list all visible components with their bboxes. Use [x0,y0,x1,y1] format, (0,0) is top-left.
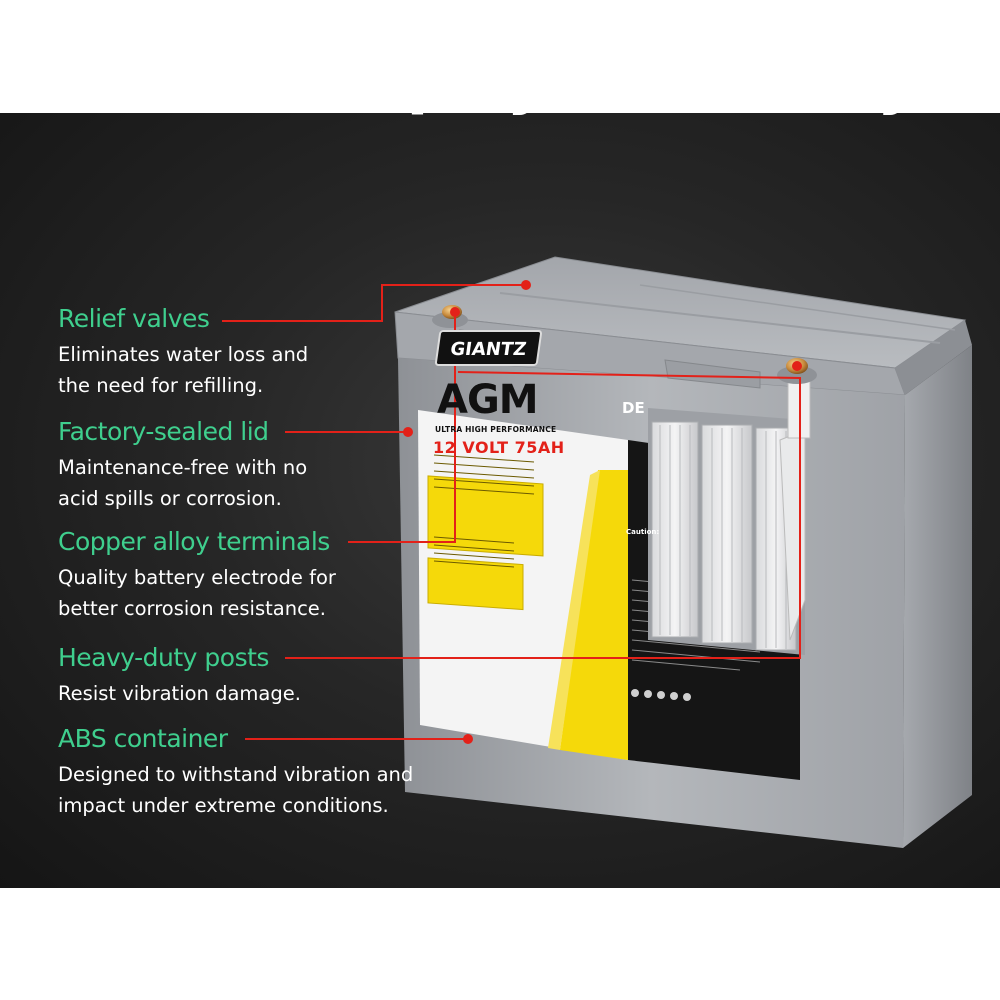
feature-title: Heavy-duty posts [58,643,269,672]
page-title: 75Ah deep cycle battery [83,43,918,117]
label-yellow-stripe [560,470,628,760]
callout-copper-alloy-terminals [348,312,456,543]
battery-cells [651,421,806,651]
battery-lid-side [895,320,972,395]
label-caution: Caution: [626,528,660,536]
callout-heavy-duty-posts [285,371,801,659]
brand-logo: GIANTZ [434,330,543,366]
feature-description-line: impact under extreme conditions. [58,794,389,817]
label-subtitle: ULTRA HIGH PERFORMANCE [435,425,557,434]
feature-title: Relief valves [58,304,210,333]
feature-factory-sealed-lid: Factory-sealed lid Maintenance-free with… [58,419,307,514]
battery-side-face [903,345,972,848]
feature-relief-valves: Relief valves Eliminates water loss and … [58,306,308,401]
label-rating: 12 VOLT 75AH [433,438,565,457]
feature-description-line: Maintenance-free with no [58,456,308,479]
label-side-heading: DE [622,399,645,417]
feature-title: Factory-sealed lid [58,417,269,446]
feature-abs-container: ABS container Designed to withstand vibr… [58,726,413,821]
feature-copper-alloy-terminals: Copper alloy terminals Quality battery e… [58,529,336,624]
feature-description-line: Eliminates water loss and [58,343,309,366]
callout-lines [222,284,801,740]
label-type: AGM [437,377,539,423]
feature-description-line: acid spills or corrosion. [58,487,282,510]
feature-description-line: the need for refilling. [58,374,264,397]
callout-relief-valves [222,284,526,322]
feature-title: Copper alloy terminals [58,527,330,556]
feature-title: ABS container [58,724,228,753]
feature-description-line: Resist vibration damage. [58,682,301,705]
feature-description-line: better corrosion resistance. [58,597,326,620]
feature-description-line: Quality battery electrode for [58,566,336,589]
feature-description-line: Designed to withstand vibration and [58,763,414,786]
feature-heavy-duty-posts: Heavy-duty posts Resist vibration damage… [58,645,301,709]
